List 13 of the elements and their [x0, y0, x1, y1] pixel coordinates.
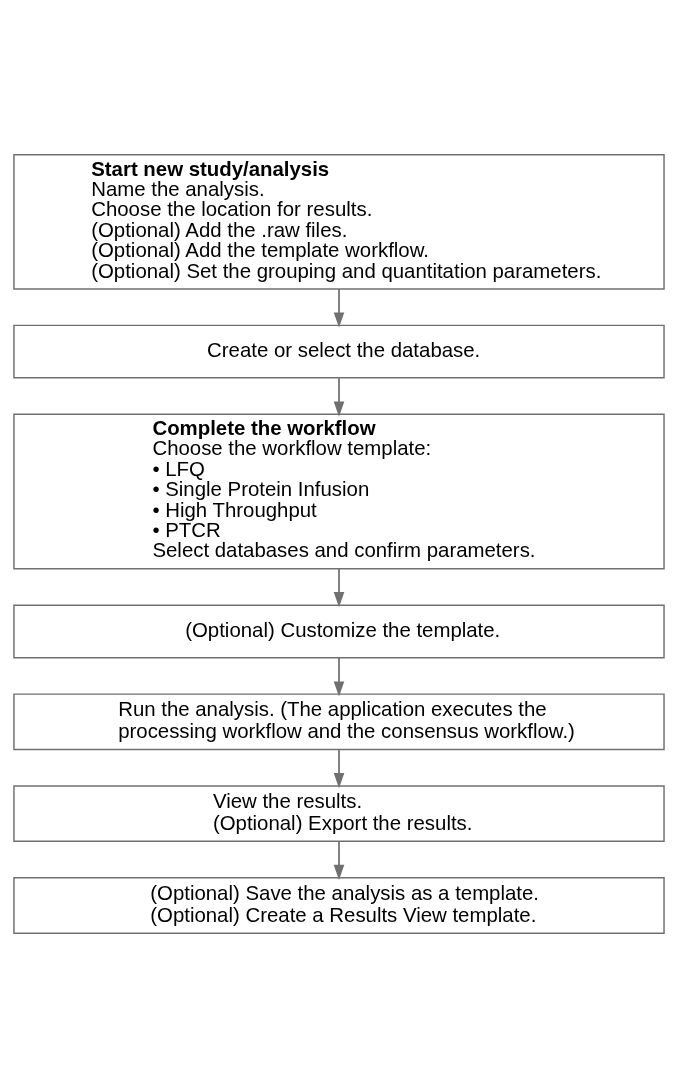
arrow: [333, 567, 345, 607]
arrow: [333, 376, 345, 417]
node-box: (Optional) Customize the template.: [13, 604, 665, 658]
node-box: Create or select the database.: [13, 324, 665, 379]
arrow: [333, 748, 345, 788]
arrow: [333, 840, 345, 880]
arrow: [333, 656, 345, 697]
node-box: (Optional) Save the analysis as a template. (Optional) Create a Results View template.: [13, 876, 665, 934]
node-box: Complete the workflow Choose the workflow template: • LFQ • Single Protein Infusion • High Throughput • PTCR Select databases and confirm parameters.: [13, 413, 665, 569]
arrow: [333, 287, 345, 328]
node-box: View the results. (Optional) Export the results.: [13, 784, 665, 842]
node-box: Start new study/analysis Name the analysis. Choose the location for results. (Optional) Add the .raw files. (Optional) Add the template workflow. (Optional) Set the grouping and quantitation parameters.: [13, 153, 665, 290]
node-box: Run the analysis. (The application executes the processing workflow and the consensus workflow.): [13, 692, 665, 750]
